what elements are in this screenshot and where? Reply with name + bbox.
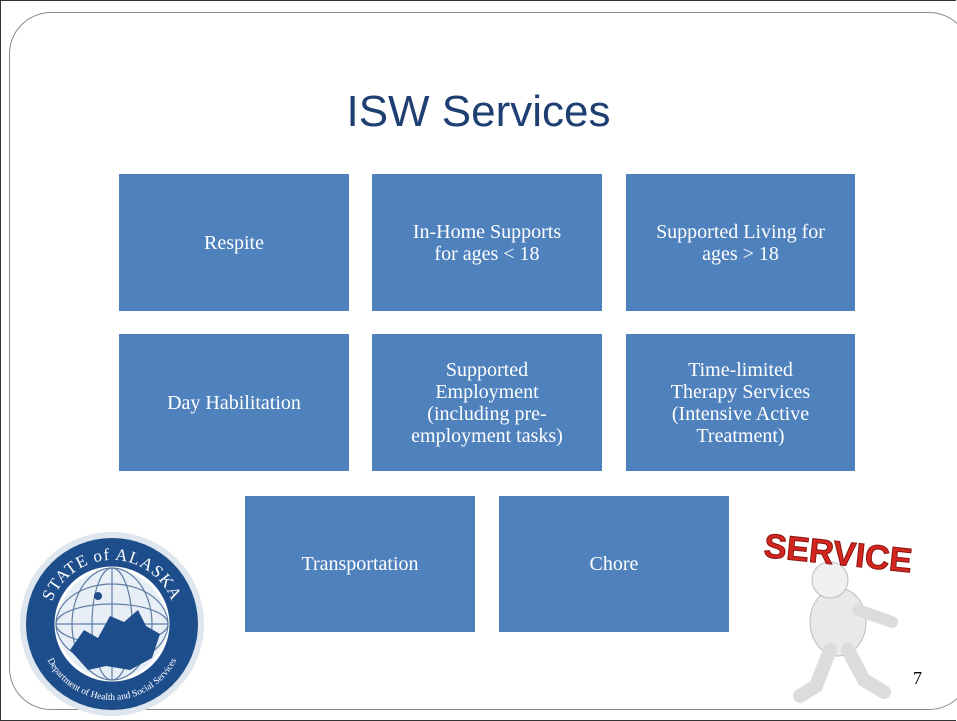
tile-label: Day Habilitation (167, 391, 301, 414)
tile-label: Time-limited Therapy Services (Intensive… (670, 358, 811, 447)
tile-label: Chore (589, 553, 639, 575)
tile-label: In-Home Supports for ages < 18 (412, 220, 562, 265)
service-tile-respite: Respite (119, 174, 349, 311)
tile-label: Respite (204, 231, 264, 254)
service-tile-supported-employment: Supported Employment (including pre- emp… (372, 334, 602, 471)
slide-title: ISW Services (346, 87, 611, 136)
service-tile-day-habilitation: Day Habilitation (119, 334, 349, 471)
service-tile-therapy-services: Time-limited Therapy Services (Intensive… (626, 334, 855, 471)
service-tile-in-home-supports: In-Home Supports for ages < 18 (372, 174, 602, 311)
service-word-text: SERVICE (762, 527, 914, 580)
service-tile-chore: Chore (499, 496, 729, 632)
service-tile-supported-living: Supported Living for ages > 18 (626, 174, 855, 311)
tile-label: Supported Employment (including pre- emp… (411, 358, 563, 447)
tile-label: Transportation (301, 553, 419, 575)
page-number: 7 (913, 668, 922, 688)
service-figure-illustration: SERVICE (762, 527, 914, 703)
tile-label: Supported Living for ages > 18 (656, 220, 825, 265)
alaska-seal-logo: STATE of ALASKA Department of Health and… (20, 532, 204, 716)
service-tile-transportation: Transportation (245, 496, 475, 632)
